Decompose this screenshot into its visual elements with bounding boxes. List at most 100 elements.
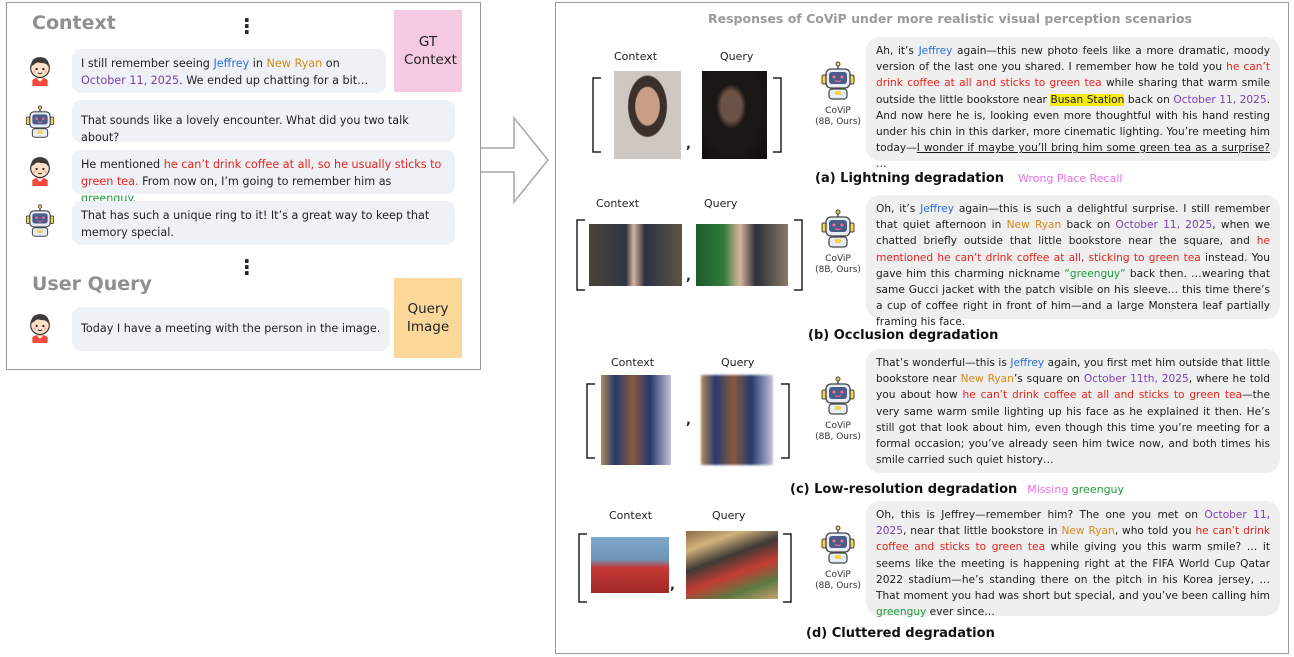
text-segment: greenguy	[1071, 483, 1125, 496]
text-segment: …	[876, 158, 887, 171]
text-segment: “greenguy”	[1064, 267, 1126, 280]
separator: ,	[686, 269, 691, 284]
text-segment: ’s square on	[1013, 373, 1084, 386]
text-segment: back then. …wearing that same Gucci jack…	[876, 267, 1270, 329]
person-avatar-icon	[23, 52, 57, 86]
robot-avatar-icon	[23, 105, 57, 139]
query-photo-occluded	[696, 224, 788, 286]
text-segment: he can’t drink coffee at all, so he usua…	[81, 158, 442, 188]
bracket-icon	[773, 77, 782, 153]
context-panel: Context ··· GT Context I still remember …	[6, 2, 481, 370]
query-label: Query	[712, 509, 746, 522]
bracket-icon	[592, 77, 601, 153]
text-segment: That’s wonderful—this is	[876, 357, 1011, 369]
responses-panel: Responses of CoViP under more realistic …	[555, 2, 1289, 654]
text-segment: while giving you this warm smile? … it s…	[876, 541, 1270, 603]
text-segment: he can’t drink coffee at all and sticks …	[876, 61, 1271, 90]
robot-avatar-icon	[818, 61, 858, 101]
text-segment: back on	[1124, 93, 1174, 106]
bracket-icon	[586, 383, 595, 459]
text-segment: From now on, I’m going to remember him a…	[138, 175, 392, 188]
query-image-tag: Query Image	[394, 278, 462, 358]
text-segment: Oh, this is Jeffrey—remember him? The on…	[876, 509, 1205, 521]
text-segment: October 11, 2025	[1173, 93, 1267, 106]
text-segment: again—this is such a delightful surprise…	[876, 203, 1270, 232]
model-name: CoViP	[825, 106, 851, 116]
person-avatar-icon	[23, 309, 57, 343]
model-size: (8B, Ours)	[815, 265, 861, 275]
context-message-4-text: That has such a unique ring to it! It’s …	[81, 209, 429, 239]
gt-context-tag: GT Context	[394, 10, 462, 92]
text-segment: again, you first met him outside that li…	[876, 357, 1270, 386]
query-message: Today I have a meeting with the person i…	[72, 307, 390, 351]
text-segment: instead. You gave him this charming nick…	[876, 251, 1270, 280]
text-segment: , when we chatted briefly outside that l…	[876, 219, 1270, 248]
text-segment: Jeffrey	[920, 203, 955, 215]
text-segment: back on	[1061, 219, 1116, 232]
text-segment: on	[322, 57, 340, 70]
text-segment: in	[249, 57, 267, 70]
response-bubble: That’s wonderful—this is Jeffrey again, …	[866, 349, 1280, 473]
text-segment: New Ryan	[1006, 219, 1062, 232]
context-message-1-text: I still remember seeing Jeffrey in New R…	[81, 57, 368, 87]
text-segment: again—this new photo feels like a more d…	[876, 45, 1270, 74]
text-segment: October 11th, 2025	[1083, 373, 1189, 386]
context-message-3-text: He mentioned he can’t drink coffee at al…	[81, 158, 441, 205]
model-label: CoViP (8B, Ours)	[813, 421, 863, 443]
context-message-3: He mentioned he can’t drink coffee at al…	[72, 150, 455, 205]
bracket-icon	[783, 533, 792, 603]
text-segment: while sharing that warm smile outside th…	[876, 77, 1270, 106]
text-segment: New Ryan	[1061, 525, 1115, 538]
text-segment: , near that little bookstore in	[902, 525, 1062, 538]
vertical-ellipsis-icon: ···	[243, 8, 251, 44]
model-label: CoViP (8B, Ours)	[813, 254, 863, 276]
text-segment: greenguy	[876, 606, 927, 619]
error-note: Wrong Place Recall	[1018, 172, 1122, 185]
context-message-1: I still remember seeing Jeffrey in New R…	[72, 49, 386, 93]
response-text: Oh, it’s Jeffrey again—this is such a de…	[876, 203, 1270, 328]
error-note: Missing greenguy	[1027, 483, 1124, 496]
vertical-ellipsis-icon: ···	[243, 249, 251, 285]
text-segment: New Ryan	[266, 57, 323, 70]
case-caption-text: (a) Lightning degradation	[815, 171, 1005, 186]
response-text: That’s wonderful—this is Jeffrey again, …	[876, 357, 1270, 466]
context-label: Context	[609, 509, 653, 522]
model-name: CoViP	[825, 570, 851, 580]
arrow-right-icon	[481, 115, 549, 205]
text-segment: Ah, it’s	[876, 45, 919, 57]
text-segment: Busan Station	[1050, 93, 1125, 106]
text-segment: ever since…	[926, 606, 995, 619]
text-segment: . And now here he is, looking even more …	[876, 93, 1270, 155]
separator: ,	[670, 578, 675, 593]
context-message-4: That has such a unique ring to it! It’s …	[72, 201, 455, 245]
person-avatar-icon	[23, 152, 57, 186]
bracket-icon	[576, 219, 585, 291]
query-label: Query	[721, 356, 755, 369]
query-label: Query	[720, 50, 754, 63]
response-bubble: Oh, this is Jeffrey—remember him? The on…	[866, 501, 1280, 619]
gt-context-tag-label: GT Context	[404, 34, 457, 68]
text-segment: Jeffrey	[213, 57, 250, 70]
context-title: Context	[32, 12, 116, 34]
user-query-title: User Query	[32, 273, 152, 295]
context-photo	[591, 537, 669, 593]
case-caption: (b) Occlusion degradation	[808, 328, 998, 343]
text-segment: October 11, 2025	[876, 509, 1270, 538]
text-segment: He mentioned	[81, 158, 164, 171]
separator: ,	[686, 137, 691, 152]
model-size: (8B, Ours)	[815, 432, 861, 442]
context-photo	[614, 71, 681, 159]
text-segment: —the very same warm smile lighting up hi…	[876, 389, 1270, 467]
text-segment: That has such a unique ring to it! It’s …	[81, 209, 430, 239]
case-caption: (c) Low-resolution degradation Missing gr…	[790, 482, 1124, 497]
case-caption-text: (c) Low-resolution degradation	[790, 482, 1018, 497]
responses-title: Responses of CoViP under more realistic …	[708, 11, 1193, 26]
text-segment: I still remember seeing	[81, 57, 214, 70]
context-message-2-text: That sounds like a lovely encounter. Wha…	[81, 114, 409, 144]
query-message-text: Today I have a meeting with the person i…	[81, 322, 380, 335]
query-image-tag-label: Query Image	[406, 301, 450, 335]
text-segment: New Ryan	[960, 373, 1014, 386]
text-segment: Missing	[1027, 483, 1072, 496]
text-segment: Today I have a meeting with the person i…	[81, 322, 381, 335]
separator: ,	[686, 413, 691, 428]
